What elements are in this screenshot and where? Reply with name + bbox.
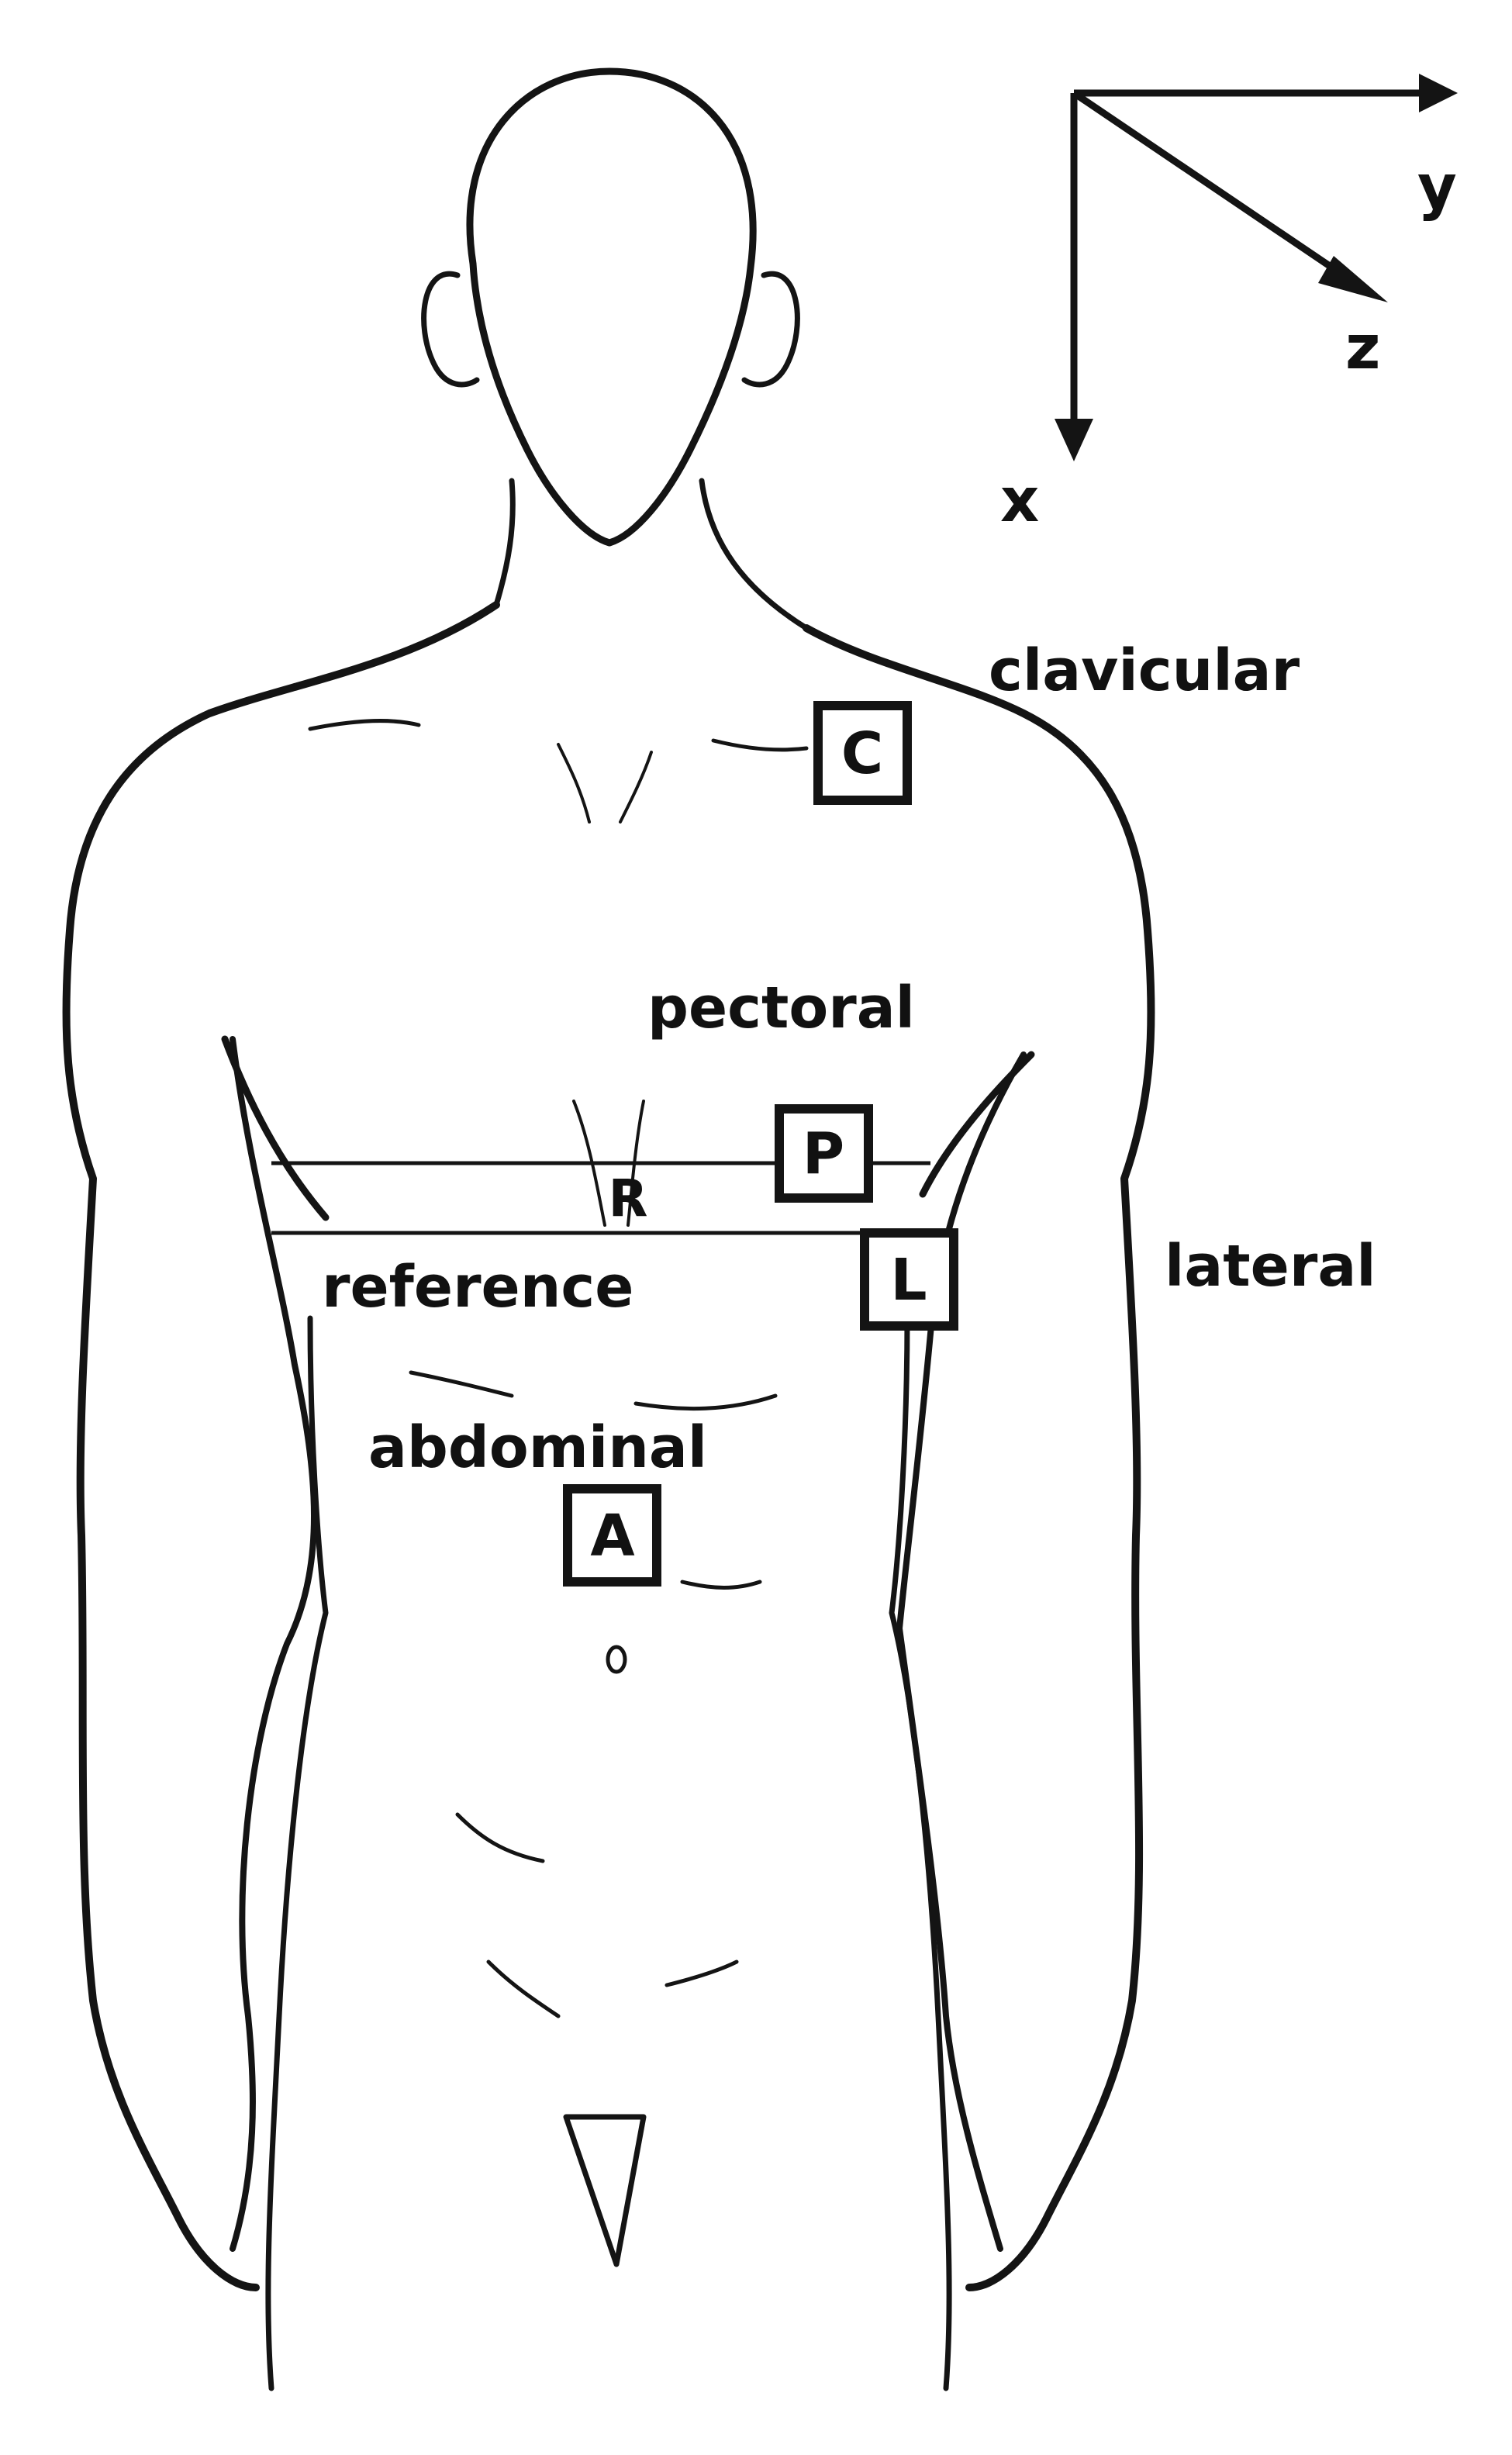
- x-axis-arrowhead: [1055, 419, 1093, 461]
- right-armpit-line: [919, 1051, 1035, 1198]
- human-figure: [62, 67, 1155, 2391]
- left-body-outline: [62, 601, 500, 2291]
- region-label-reference: reference: [322, 1254, 633, 1321]
- y-axis-label: y: [1417, 153, 1457, 223]
- z-axis-arrowhead: [1318, 256, 1388, 302]
- region-label-pectoral: pectoral: [647, 975, 915, 1041]
- marker-p-label: P: [803, 1120, 844, 1187]
- marker-c-label: C: [841, 720, 883, 787]
- marker-l: L: [860, 1228, 958, 1331]
- torso-lower-right: [889, 1315, 952, 2391]
- abs-line-2: [633, 1393, 778, 1411]
- abs-line-4: [455, 1812, 545, 1863]
- abs-line-5: [486, 1960, 739, 2018]
- marker-p: P: [775, 1104, 873, 1203]
- region-label-clavicular: clavicular: [989, 637, 1300, 704]
- y-axis-arrowhead: [1419, 74, 1458, 112]
- head-outline: [466, 67, 757, 547]
- right-body-outline: [803, 624, 1155, 2291]
- marker-r-label: R: [609, 1169, 648, 1228]
- marker-a-box: [563, 1484, 661, 1587]
- x-axis-label: x: [1000, 466, 1039, 536]
- abs-line-1: [409, 1370, 514, 1398]
- neck-left: [493, 478, 516, 608]
- left-inner-arm: [230, 1036, 317, 2252]
- marker-a: A: [563, 1484, 661, 1587]
- groin-outline: [563, 2114, 647, 2267]
- left-collarbone: [308, 719, 421, 731]
- abs-line-3: [680, 1580, 762, 1590]
- left-armpit-line: [221, 1035, 330, 1221]
- z-axis-label: z: [1345, 313, 1380, 383]
- neck-right: [699, 478, 810, 631]
- right-collarbone: [711, 738, 809, 752]
- torso-lower-left: [265, 1315, 329, 2391]
- z-axis-line: [1072, 90, 1351, 282]
- marker-c-box: [813, 701, 912, 805]
- navel: [606, 1645, 627, 1674]
- coordinate-axes: y z x: [1000, 74, 1458, 536]
- marker-c: C: [813, 701, 912, 805]
- marker-a-label: A: [590, 1503, 634, 1569]
- region-label-lateral: lateral: [1165, 1233, 1376, 1300]
- left-ear-outline: [421, 271, 480, 388]
- marker-p-box: [775, 1104, 873, 1203]
- marker-l-label: L: [890, 1247, 927, 1314]
- region-label-abdominal: abdominal: [368, 1414, 707, 1481]
- marker-l-box: [860, 1228, 958, 1331]
- sternal-notch: [557, 743, 653, 824]
- right-ear-outline: [741, 271, 800, 388]
